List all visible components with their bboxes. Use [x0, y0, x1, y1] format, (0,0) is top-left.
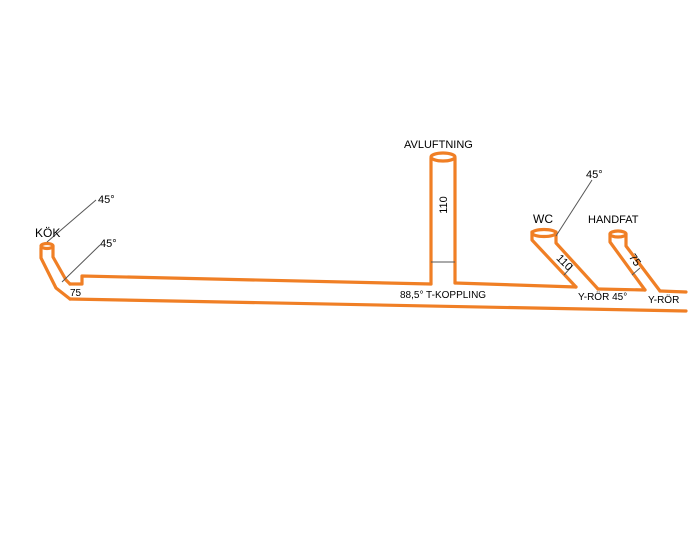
leader-kok-top — [46, 199, 97, 243]
kok-pipe-opening — [39, 241, 55, 251]
label-angle-kok-bottom: 45° — [100, 238, 117, 250]
leader-kok-bottom — [61, 244, 101, 283]
vent-pipe-opening — [429, 151, 457, 163]
tick-handfat — [631, 267, 641, 276]
label-kok: KÖK — [35, 226, 60, 240]
label-dim-wc: 110 — [554, 252, 575, 273]
main-pipe-top-edge-end — [658, 289, 688, 294]
label-dim-kok: 75 — [70, 288, 82, 299]
label-y-ror-45: Y-RÖR 45° — [578, 291, 627, 303]
kok-riser-inner — [51, 244, 72, 286]
label-angle-wc: 45° — [586, 169, 603, 181]
label-avluftning: AVLUFTNING — [404, 139, 473, 151]
label-t-koppling: 88,5° T-KOPPLING — [400, 290, 486, 301]
main-pipe-top-edge-right — [596, 287, 647, 292]
label-y-ror: Y-RÖR — [648, 294, 679, 306]
tick-wc — [563, 264, 574, 276]
label-angle-kok-top: 45° — [98, 194, 115, 206]
main-pipe-top-edge — [68, 274, 433, 286]
kok-riser — [39, 246, 72, 301]
label-dim-handfat: 75 — [626, 252, 643, 269]
main-pipe-top-edge-mid — [453, 281, 578, 289]
label-wc: WC — [533, 212, 553, 226]
leader-wc — [555, 179, 593, 237]
label-handfat: HANDFAT — [588, 214, 639, 226]
handfat-branch-inner — [624, 232, 662, 293]
main-pipe-bottom-edge — [68, 297, 688, 313]
handfat-pipe-opening — [608, 229, 628, 239]
wc-pipe-opening — [530, 227, 558, 239]
label-dim-vent: 110 — [438, 196, 450, 214]
